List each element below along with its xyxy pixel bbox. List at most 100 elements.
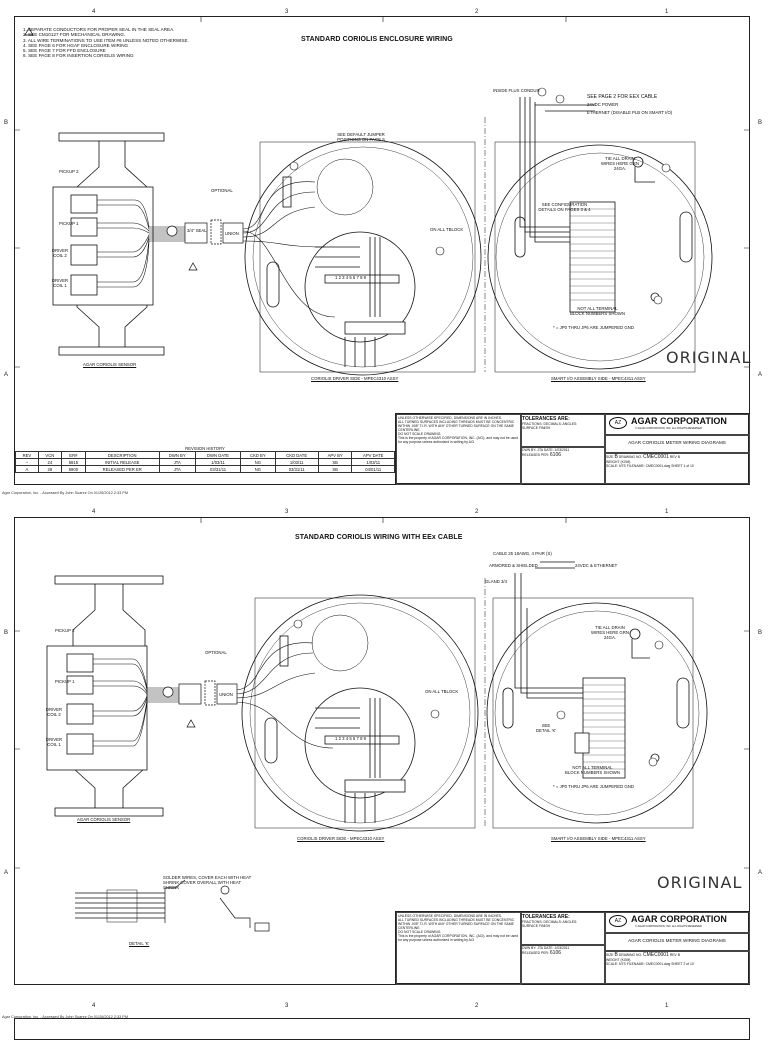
cell: INITIAL RELEASE	[84, 458, 160, 466]
dwn-cell: DWN BY: JTA DATE: 1/03/2011 RELEASED PER…	[520, 446, 606, 484]
union-label: UNION	[225, 231, 239, 236]
desc-col: DESCRIPTION	[84, 451, 160, 459]
driver-coil-2-label: DRIVER COIL 2	[45, 707, 63, 717]
drawing-sheet-3-edge	[14, 1018, 750, 1040]
original-stamp: ORIGINAL	[666, 348, 752, 367]
smart-side-label: SMART I/O ASSEMBLY SIDE - MPEC4311 ASSY	[551, 836, 646, 841]
driver-coil-1-label: DRIVER COIL 1	[51, 278, 69, 288]
see-page2-note: SEE PAGE 2 FOR EEX CABLE	[587, 94, 658, 100]
not-all-terminal-note: NOT ALL TERMINAL BLOCK NUMBERS SHOWN	[565, 765, 620, 775]
seal-label: 3/4" SEAL	[187, 228, 207, 233]
config-note: SEE CONFIGURATION DETAILS ON PAGES 3 & 4	[538, 202, 591, 212]
cell: 5900	[60, 465, 86, 473]
cell: 5815	[60, 458, 86, 466]
zone-letter: A	[758, 372, 763, 378]
noscale-note: DO NOT SCALE DRAWING.	[398, 432, 442, 436]
unless-note: UNLESS OTHERWISE SPECIFIED, DIMENSIONS A…	[398, 914, 502, 918]
noscale-note: DO NOT SCALE DRAWING.	[398, 930, 442, 934]
smart-io-enclosure	[487, 97, 713, 373]
dwn-date: DATE: 1/03/2011	[543, 448, 570, 452]
zone-letter: A	[4, 870, 9, 876]
company-name: AGAR CORPORATION	[631, 416, 727, 426]
zone-letter: A	[758, 870, 763, 876]
zone-number: 3	[285, 1003, 289, 1009]
gland-label: GLAND 3/4	[485, 579, 507, 584]
size-value: B	[614, 454, 618, 460]
general-notes-cell: UNLESS OTHERWISE SPECIFIED, DIMENSIONS A…	[396, 414, 522, 485]
on-all-tblock-note: ON ALL TBLOCK	[425, 689, 459, 694]
smart-io-enclosure	[486, 561, 708, 829]
optional-label: OPTIONAL	[211, 188, 233, 193]
drawing-no-label: DRAWING NO.	[618, 455, 643, 459]
cell: A	[15, 465, 39, 473]
er-col: ER#	[60, 451, 86, 459]
cell: RELEASED PER ER	[84, 465, 160, 473]
zone-number: 1	[665, 509, 669, 515]
cell: --	[15, 458, 39, 466]
dwnby-col: DWN BY	[158, 451, 196, 459]
sensor-label: AGAR CORIOLIS SENSOR	[83, 362, 137, 367]
detail-k-drawing	[75, 879, 270, 932]
sensor-label: AGAR CORIOLIS SENSOR	[77, 817, 131, 822]
zone-number: 4	[92, 9, 96, 15]
smart-side-label: SMART I/O ASSEMBLY SIDE - MPEC4311 ASSY	[551, 376, 646, 381]
general-notes-cell: UNLESS OTHERWISE SPECIFIED, DIMENSIONS A…	[396, 912, 522, 985]
cable-label: CABLE 25 18AWG, 4 PAIR (S)	[493, 551, 552, 556]
agar-logo-icon: AZ	[609, 915, 627, 927]
tie-drain-note: TIE ALL DRAIN WIRES HERE GRN 24GA.	[601, 156, 639, 171]
released-number: 6106	[549, 950, 562, 956]
solder-note: SOLDER WIRES, COVER EACH WITH HEAT SHRIN…	[163, 875, 252, 890]
driver-coil-2-label: DRIVER COIL 2	[51, 248, 69, 258]
turned-note: ALL TURNED SURFACES INCLUDING THREADS MU…	[398, 420, 515, 432]
sheet-label: SHEET	[671, 962, 683, 966]
armored-label: ARMORED & SHIELDED	[489, 563, 538, 568]
drawing-title: AGAR CORIOLIS METER WIRING DIAGRAMS	[628, 440, 726, 445]
weight-label: WEIGHT (KGM)	[606, 958, 631, 962]
cell: 03/31/11	[274, 465, 319, 473]
terminal-strip-label: 1 2 3 4 5 6 7 8 9	[335, 275, 367, 280]
filename: FILENAME: CMEC0001.dwg	[626, 464, 671, 468]
zone-number: 2	[475, 9, 479, 15]
pickup-2-label: PICKUP 2	[59, 169, 79, 174]
revision-history-table: REVISION HISTORY REV VCN ER# DESCRIPTION…	[15, 445, 395, 473]
driver-coil-1-label: DRIVER COIL 1	[45, 737, 63, 747]
cell: SB	[317, 458, 353, 466]
surface-finish-label: SURFACE FINISH	[522, 924, 551, 928]
rev-value: REV B	[669, 455, 680, 459]
inside-flux-label: INSIDE FLUX CONDUIT	[493, 88, 541, 93]
surface-finish-label: SURFACE FINISH	[522, 426, 551, 430]
drawing-no: CMEC0001	[642, 952, 669, 958]
released-number: 6106	[549, 452, 562, 458]
cell: 03/31/11	[194, 465, 242, 473]
note-item: 1. SEPARATE CONDUCTORS FOR PROPER SEAL I…	[23, 27, 175, 32]
zone-number: 1	[665, 9, 669, 15]
turned-note: ALL TURNED SURFACES INCLUDING THREADS MU…	[398, 918, 515, 930]
zone-letter: B	[4, 120, 9, 126]
drawing-no: CMEC0001	[642, 454, 669, 460]
cell: SB	[317, 465, 353, 473]
pickup-2-label: PICKUP 2	[55, 628, 75, 633]
cell: 1/03/11	[351, 458, 395, 466]
tolerances-cell: TOLERANCES ARE: FRACTIONS: DECIMALS: ANG…	[520, 912, 606, 946]
revision-header-row: REV VCN ER# DESCRIPTION DWN BY DWN DATE …	[15, 451, 395, 459]
optional-label: OPTIONAL	[205, 650, 227, 655]
fractions-label: FRACTIONS:	[522, 422, 543, 426]
drawing-no-label: DRAWING NO.	[618, 953, 643, 957]
decimals-label: DECIMALS:	[543, 422, 562, 426]
property-note: This is the property of AGAR CORPORATION…	[398, 934, 518, 942]
zone-letter: A	[4, 372, 9, 378]
zone-letter: B	[758, 630, 763, 636]
zone-number: 3	[285, 9, 289, 15]
zone-number: 1	[665, 1003, 669, 1009]
rev-col: REV	[15, 451, 39, 459]
dwn-cell: DWN BY: JTA DATE: 1/03/2011 RELEASED PER…	[520, 944, 606, 984]
cell: NG	[240, 465, 276, 473]
drawing-no-cell: SIZE B DRAWING NO. CMEC0001 REV B WEIGHT…	[604, 950, 750, 984]
cell: 24	[37, 458, 62, 466]
weight-label: WEIGHT (KGM)	[606, 460, 631, 464]
title-block-1: UNLESS OTHERWISE SPECIFIED, DIMENSIONS A…	[395, 413, 750, 485]
fractions-label: FRACTIONS:	[522, 920, 543, 924]
cell: 1/03/11	[274, 458, 319, 466]
company-cell: AGAR CORPORATION AZ © AGAR CORPORATION, …	[604, 912, 750, 934]
